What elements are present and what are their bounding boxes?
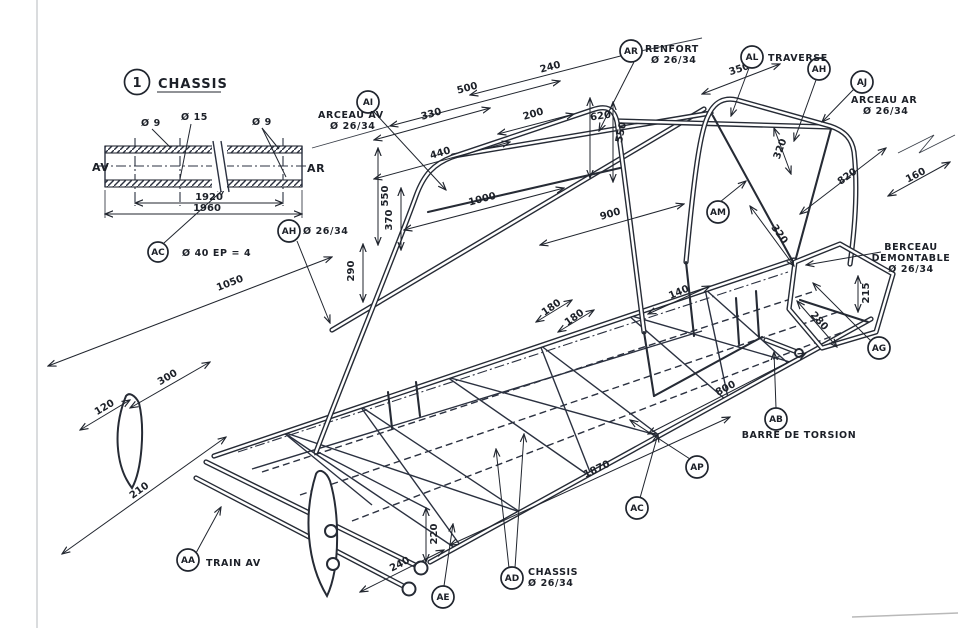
callout-ah-side-letter: AH xyxy=(282,227,297,237)
callout-ag-letter: AG xyxy=(872,344,886,354)
figure-title-text: CHASSIS xyxy=(158,77,228,92)
hole-dia-mid: Ø 15 xyxy=(181,112,208,123)
dim-240-top: 240 xyxy=(539,60,562,76)
callout-ai-spec: Ø 26/34 xyxy=(330,121,376,132)
callout-ac-inset-letter: AC xyxy=(151,248,165,258)
callout-aj-spec: Ø 26/34 xyxy=(863,106,909,117)
front-end-label: AV xyxy=(92,161,109,174)
callout-ad-spec: Ø 26/34 xyxy=(528,578,574,589)
callout-ar-letter: AR xyxy=(624,47,638,57)
dim-215: 215 xyxy=(861,283,872,304)
callout-aa-letter: AA xyxy=(181,556,195,566)
dim-550-left: 550 xyxy=(380,186,391,207)
dim-1050: 1050 xyxy=(215,274,245,294)
dimension-lines xyxy=(48,37,956,592)
callout-am-letter: AM xyxy=(710,208,726,218)
rear-end-label: AR xyxy=(307,162,325,175)
berceau-label-line1: BERCEAU xyxy=(884,242,937,253)
dim-320-upper: 320 xyxy=(772,137,789,160)
callout-ab-label: BARRE DE TORSION xyxy=(742,430,857,441)
dim-290: 290 xyxy=(346,261,357,282)
tube-spec-label: Ø 40 EP = 4 xyxy=(182,248,251,259)
dim-320-lower: 320 xyxy=(768,223,789,246)
part-callouts: AA TRAIN AV AB BARRE DE TORSION AC AD CH… xyxy=(176,39,951,609)
callout-ag-circle xyxy=(867,336,891,360)
front-tube-end xyxy=(401,581,417,597)
dim-160: 160 xyxy=(904,166,928,185)
scan-page-edges xyxy=(36,0,959,628)
callout-al-circle xyxy=(740,45,764,69)
dim-620: 620 xyxy=(590,110,612,124)
hole-dia-left: Ø 9 xyxy=(141,118,161,129)
callout-aj-circle xyxy=(850,70,874,94)
frame-main-tubes xyxy=(196,99,893,589)
hole-dia-right: Ø 9 xyxy=(252,117,272,128)
callout-al-letter: AL xyxy=(746,53,759,63)
dim-300: 300 xyxy=(156,368,180,388)
callout-ap-letter: AP xyxy=(690,463,704,473)
callout-aa-circle xyxy=(176,548,200,572)
dim-200: 200 xyxy=(522,106,545,122)
upright-hole xyxy=(324,524,338,538)
dim-900: 900 xyxy=(599,206,622,222)
callout-ac-circle xyxy=(625,496,649,520)
dim-220: 220 xyxy=(429,524,440,545)
callout-ar-spec: Ø 26/34 xyxy=(651,55,697,66)
callout-ae-letter: AE xyxy=(436,593,449,603)
figure-number-circle xyxy=(123,68,151,96)
tube-detail-inset xyxy=(98,123,308,218)
callout-ai-label: ARCEAU AV xyxy=(318,110,384,121)
dim-1960: 1960 xyxy=(193,203,221,214)
torsion-bar-end xyxy=(794,348,804,358)
callout-al-label: TRAVERSE xyxy=(768,53,828,64)
callout-ar-circle xyxy=(619,39,643,63)
callout-ab-letter: AB xyxy=(769,415,783,425)
dim-370: 370 xyxy=(384,210,395,231)
figure-title: 1 CHASSIS xyxy=(123,68,228,96)
callout-ae-circle xyxy=(431,585,455,609)
leader-lines xyxy=(163,61,882,587)
dim-180-b: 180 xyxy=(563,307,586,328)
callout-aa-label: TRAIN AV xyxy=(206,558,261,569)
callout-am-circle xyxy=(706,200,730,224)
dim-1000: 1000 xyxy=(467,191,497,209)
callout-ac-letter: AC xyxy=(630,504,644,514)
dim-1920: 1920 xyxy=(195,192,223,203)
callout-ai-circle xyxy=(356,90,380,114)
callout-ad-circle xyxy=(500,566,524,590)
berceau-label-line2: DEMONTABLE xyxy=(872,253,951,264)
callout-ab-circle xyxy=(764,407,788,431)
tube-detail-labels: Ø 9 Ø 15 Ø 9 AV AR 1920 1960 AC Ø 40 EP … xyxy=(92,112,325,263)
callout-ac-inset-circle xyxy=(147,241,169,263)
dim-550-right: 550 xyxy=(614,121,629,144)
break-zigzag xyxy=(897,134,956,154)
upright-hole xyxy=(326,557,340,571)
tube-wall-bottom xyxy=(104,179,303,188)
callout-ad-label: CHASSIS xyxy=(528,567,578,578)
dim-180-a: 180 xyxy=(540,297,563,318)
callout-ah-side-circle xyxy=(277,219,301,243)
dim-330: 330 xyxy=(420,106,443,122)
dim-500: 500 xyxy=(456,81,479,97)
callout-ah-top-letter: AH xyxy=(812,65,827,75)
figure-number: 1 xyxy=(132,76,141,91)
callout-ah-top-circle xyxy=(807,57,831,81)
callout-ai-letter: AI xyxy=(363,98,373,108)
callout-aj-label: ARCEAU AR xyxy=(851,95,917,106)
callout-ad-letter: AD xyxy=(505,574,519,584)
callout-ap-circle xyxy=(685,455,709,479)
berceau-label-spec: Ø 26/34 xyxy=(888,264,934,275)
callout-ar-label: RENFORT xyxy=(645,44,699,55)
callout-ah-side-spec: Ø 26/34 xyxy=(303,226,349,237)
callout-aj-letter: AJ xyxy=(857,78,867,88)
